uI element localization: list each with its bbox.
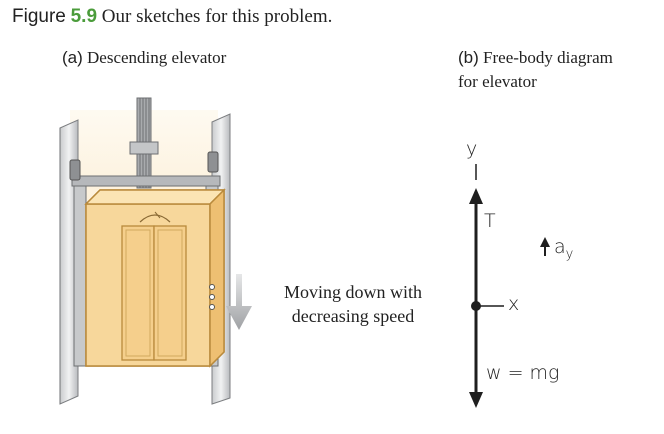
x-axis-label: x [508, 293, 520, 315]
down-motion-arrow [226, 274, 252, 330]
weight-arrowhead [469, 392, 483, 408]
figure-caption: Figure 5.9 Our sketches for this problem… [12, 6, 332, 28]
free-body-diagram [469, 164, 550, 408]
motion-description: Moving down with decreasing speed [268, 280, 438, 328]
particle-dot [471, 301, 481, 311]
panel-a-heading: (a) Descending elevator [62, 46, 226, 70]
accel-symbol: a [554, 236, 566, 258]
panel-a-letter: (a) [62, 48, 83, 67]
figure-number: 5.9 [70, 6, 98, 27]
motion-line1: Moving down with [283, 282, 422, 302]
accel-subscript: y [565, 246, 574, 262]
motion-line2: decreasing speed [291, 306, 415, 326]
panel-b-title-line2: for elevator [458, 72, 537, 91]
figure-title: Our sketches for this problem. [101, 6, 333, 27]
weight-label: w = mg [486, 362, 560, 384]
elevator-car [84, 188, 226, 368]
tension-arrowhead [469, 188, 483, 204]
panel-a-title: Descending elevator [87, 48, 227, 67]
tension-label: T [484, 210, 496, 232]
acceleration-label: ay [554, 236, 573, 262]
panel-b-letter: (b) [458, 48, 479, 67]
accel-arrowhead [540, 237, 550, 247]
panel-b-heading: (b) Free-body diagram for elevator [458, 46, 613, 94]
y-axis-label: y [466, 138, 478, 160]
panel-b-title-line1: Free-body diagram [483, 48, 613, 67]
cable-clamp [129, 141, 159, 155]
figure-prefix: Figure [12, 6, 66, 27]
